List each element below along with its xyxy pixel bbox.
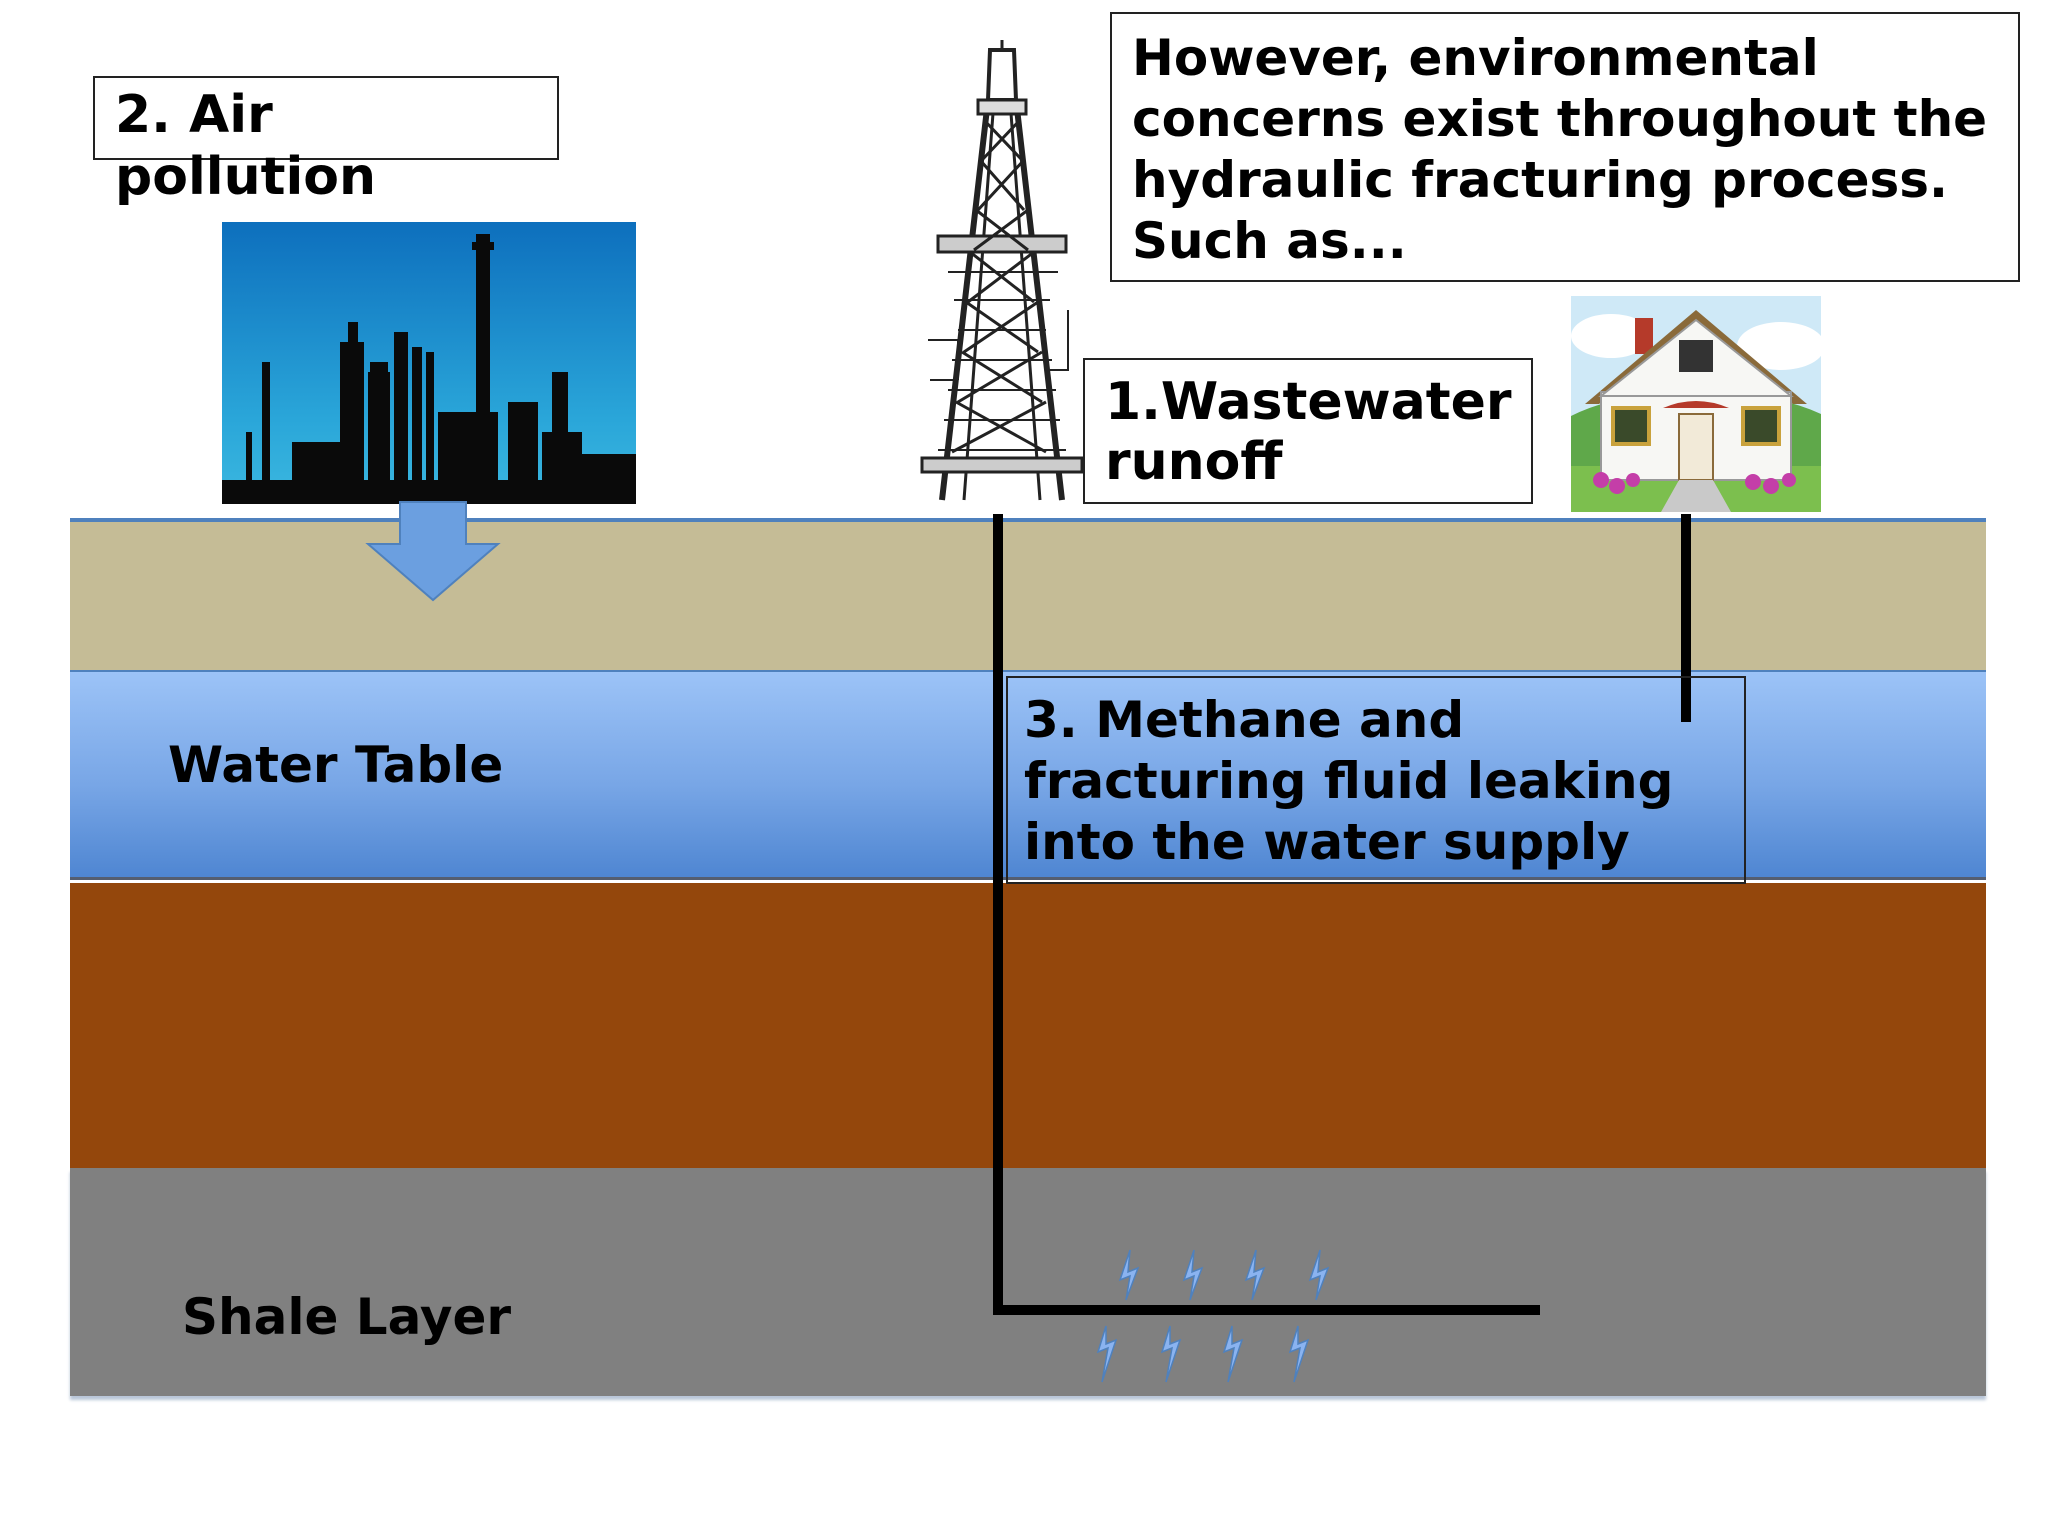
air-pollution-callout: 2. Air pollution (93, 76, 559, 207)
water-table-label: Water Table (168, 736, 504, 794)
intro-text: However, environmental concerns exist th… (1132, 29, 1988, 270)
oil-derrick-icon (920, 40, 1084, 501)
methane-callout: 3. Methane and fracturing fluid leaking … (1006, 676, 1746, 884)
rock-layer (70, 883, 1986, 1168)
wastewater-text: 1.Wastewater runoff (1105, 372, 1512, 492)
wastewater-callout: 1.Wastewater runoff (1083, 358, 1533, 504)
air-pollution-text: 2. Air pollution (115, 85, 377, 207)
house-icon (1571, 296, 1825, 512)
methane-text: 3. Methane and fracturing fluid leaking … (1024, 691, 1674, 871)
water-table-layer: Water Table (70, 670, 1986, 880)
factory-silhouette-icon (222, 222, 636, 504)
down-arrow-icon (365, 501, 501, 602)
intro-callout: However, environmental concerns exist th… (1110, 12, 2020, 282)
shale-layer-label: Shale Layer (182, 1288, 512, 1346)
fracture-spark-icon (1096, 1249, 1330, 1383)
shale-layer: Shale Layer (70, 1168, 1986, 1396)
